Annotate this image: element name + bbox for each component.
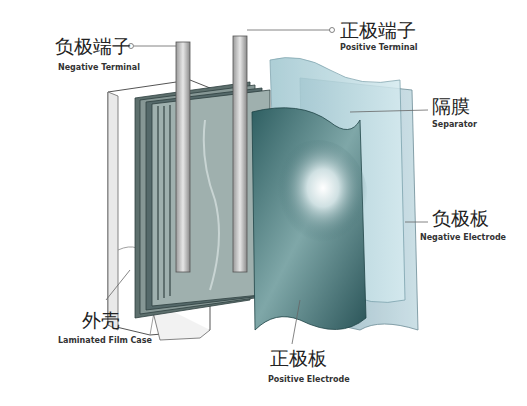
part-label-en: Negative Electrode	[420, 234, 506, 243]
part-label-en: Positive Terminal	[340, 44, 418, 53]
part-label-en: Laminated Film Case	[58, 337, 152, 346]
part-label-cn: 正极板	[270, 348, 327, 369]
part-label-cn: 负极端子	[55, 36, 131, 57]
part-label-en: Positive Electrode	[268, 376, 350, 385]
part-label-en: Separator	[432, 121, 477, 130]
part-label-cn: 负极板	[432, 208, 489, 229]
part-label-cn: 外壳	[82, 310, 120, 331]
part-label-cn: 隔膜	[432, 96, 470, 117]
part-label-en: Negative Terminal	[58, 64, 140, 73]
part-label-cn: 正极端子	[340, 20, 416, 41]
